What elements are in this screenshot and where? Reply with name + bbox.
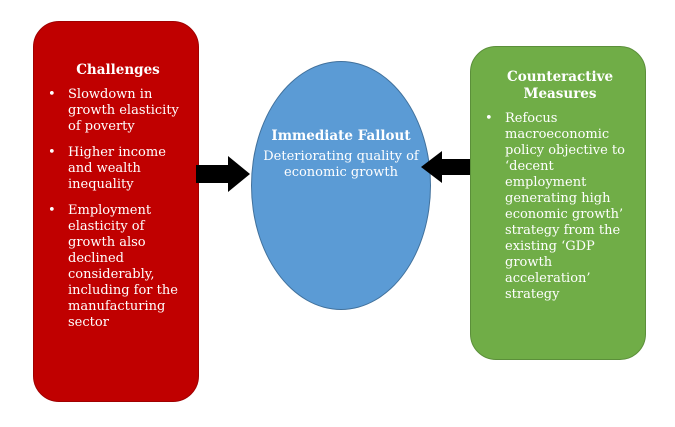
challenge-item: Employment elasticity of growth also dec… [48,203,188,331]
counteractive-measures-list: Refocus macroeconomic policy objective t… [485,111,635,303]
immediate-fallout-title: Immediate Fallout [271,128,411,144]
left-arrow-icon [421,151,471,183]
measure-item: Refocus macroeconomic policy objective t… [485,111,635,303]
challenges-title: Challenges [76,62,160,78]
challenge-item: Higher income and wealth inequality [48,145,188,193]
challenges-box: Challenges Slowdown in growth elasticity… [33,21,199,402]
immediate-fallout-text: Immediate Fallout Deteriorating quality … [251,128,431,181]
challenges-list: Slowdown in growth elasticity of poverty… [48,87,188,331]
right-arrow-icon [196,156,250,192]
counteractive-measures-title: Counteractive Measures [506,69,614,102]
immediate-fallout-ellipse [251,61,431,310]
counteractive-measures-box: Counteractive Measures Refocus macroecon… [470,46,646,360]
challenge-item: Slowdown in growth elasticity of poverty [48,87,188,135]
immediate-fallout-body: Deteriorating quality of economic growth [263,149,419,180]
